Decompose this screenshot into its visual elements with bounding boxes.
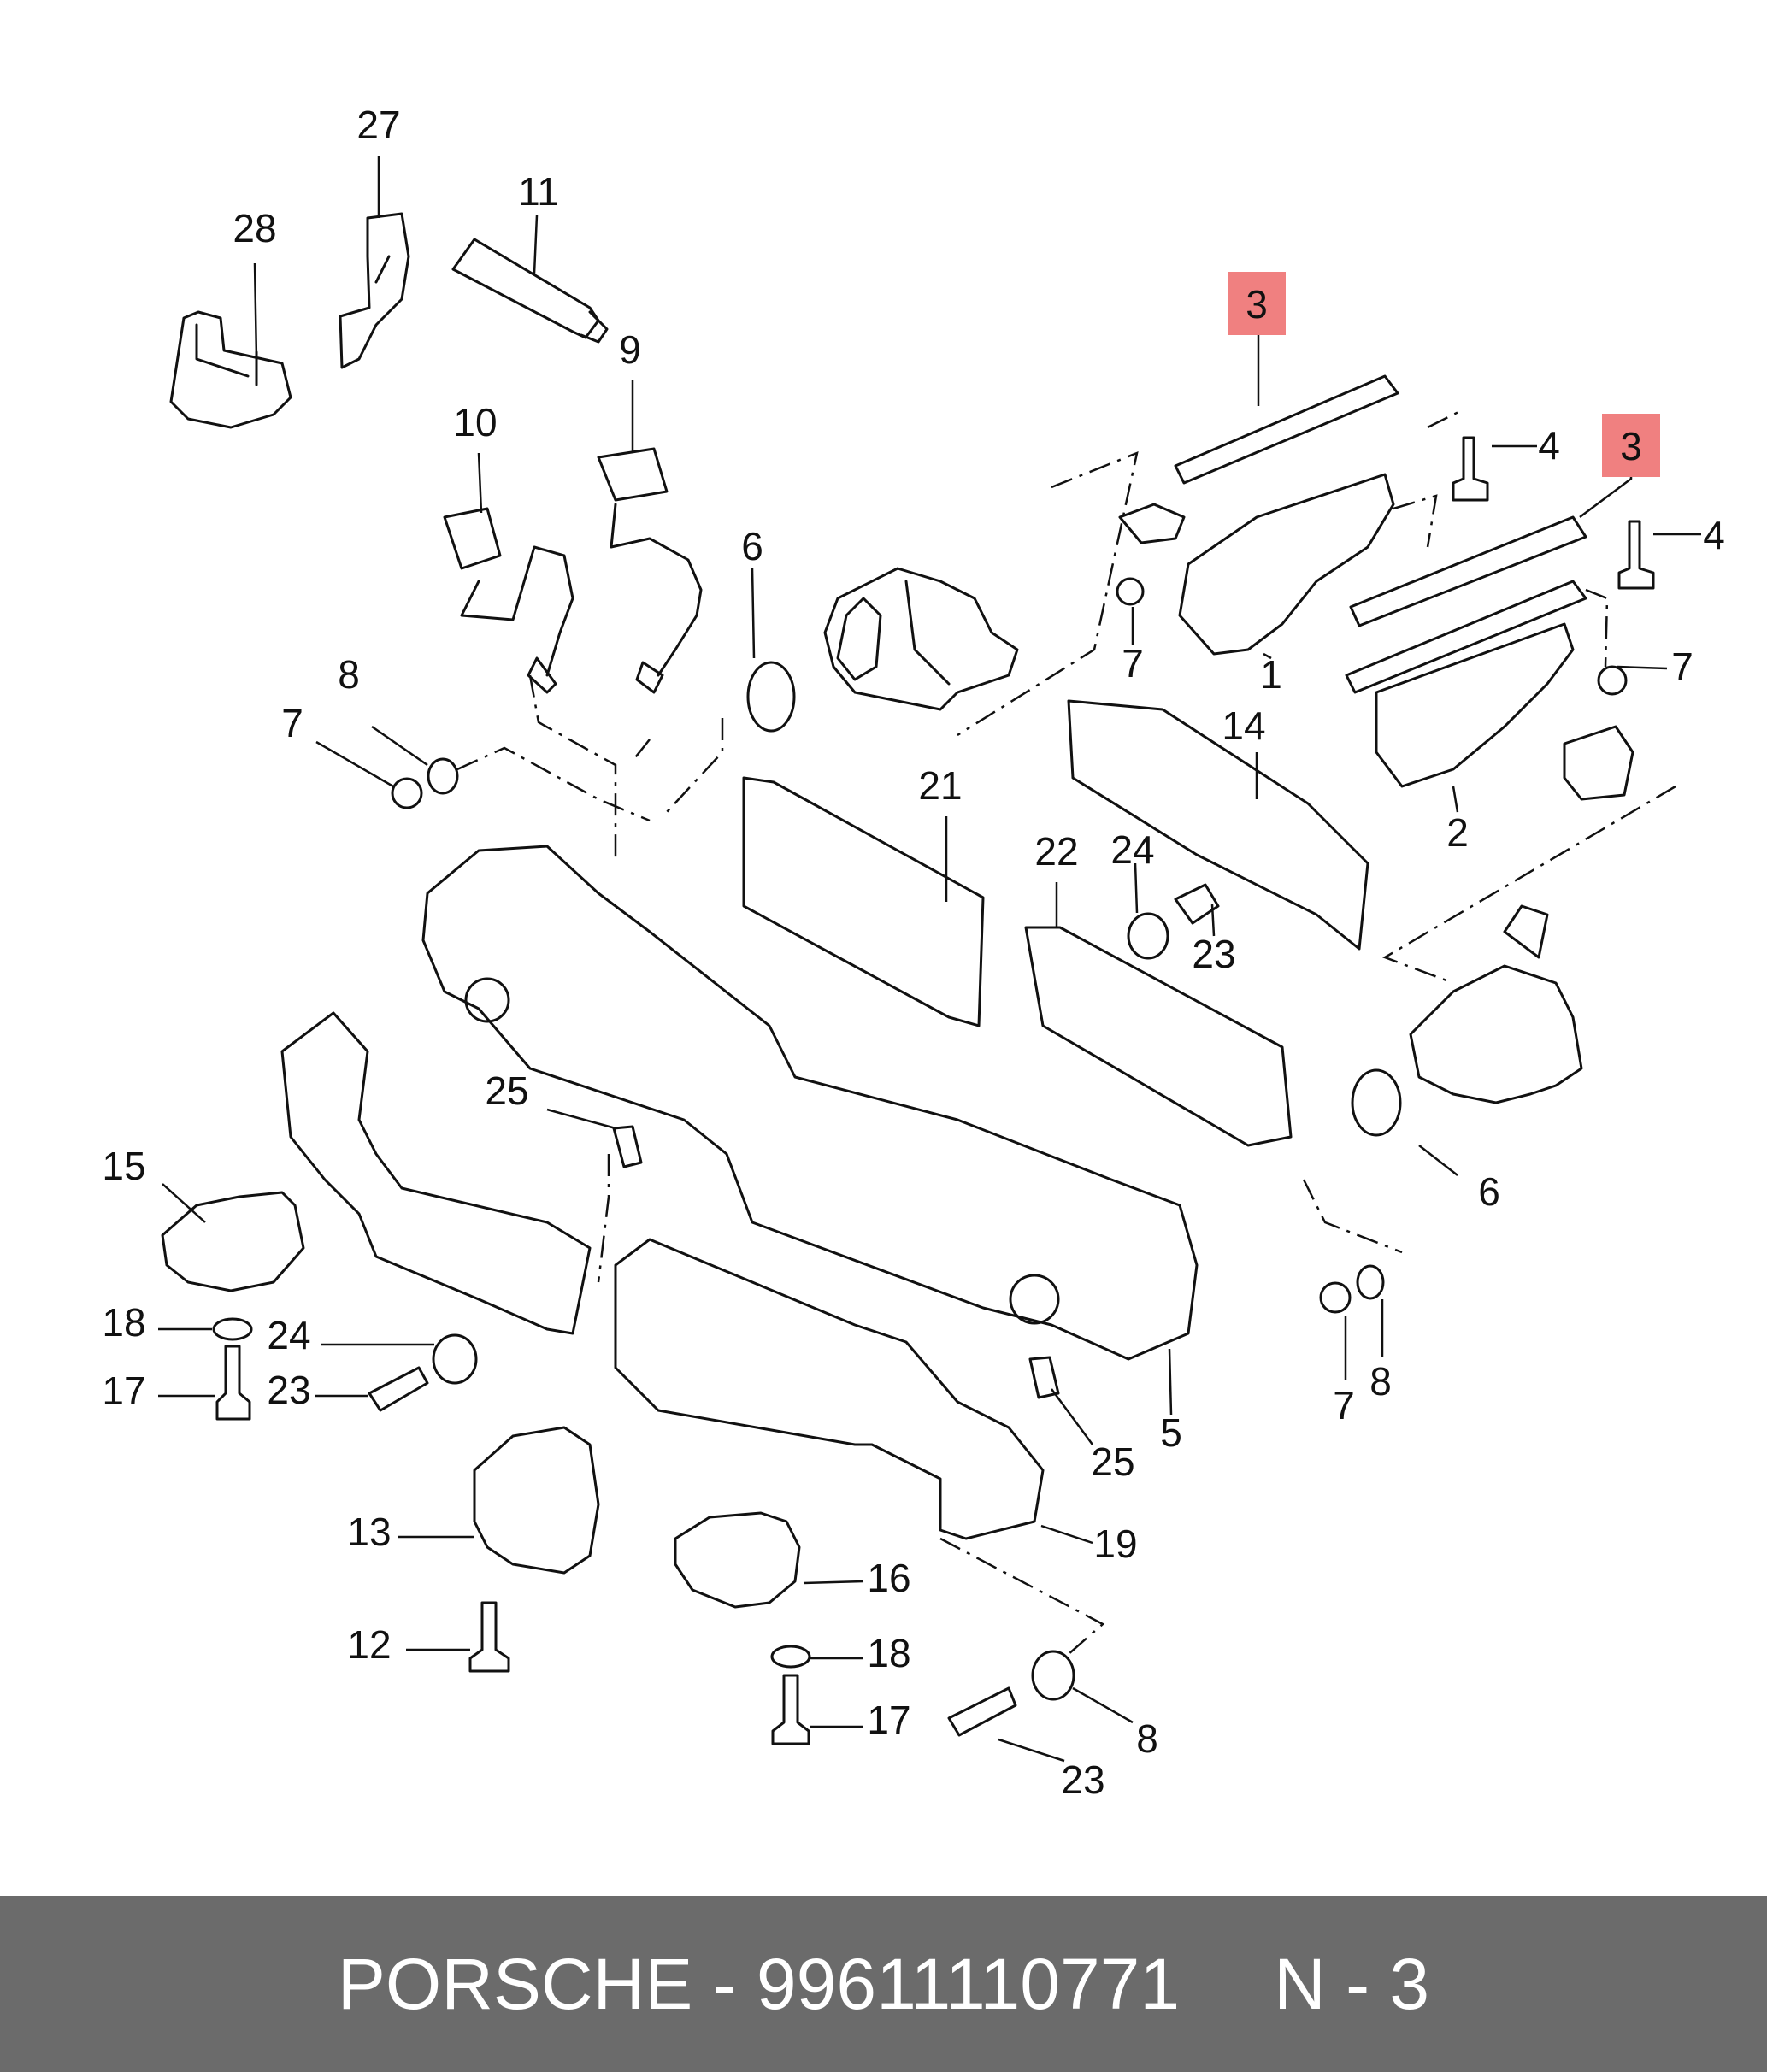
- callout-3-upper: 3: [1246, 282, 1268, 327]
- exhaust-manifold-1: [1118, 473, 1395, 656]
- muffler-5-outlet-right: [1009, 1274, 1060, 1325]
- callout-1: 1: [1260, 652, 1282, 697]
- callout-16: 16: [867, 1556, 910, 1600]
- callout-18-lower: 18: [867, 1631, 910, 1675]
- bolt-17-lower: [771, 1674, 810, 1745]
- tailpipe-tip-16: [674, 1511, 801, 1609]
- bolt-12: [468, 1601, 510, 1673]
- nut-7-upper: [1116, 577, 1145, 606]
- bracket-25-lower: [1028, 1356, 1060, 1399]
- callout-9: 9: [619, 327, 641, 372]
- heat-shield-22: [1024, 926, 1293, 1147]
- turbocharger-right: [1409, 904, 1583, 1104]
- callout-25-upper: 25: [485, 1068, 528, 1113]
- callout-8-left: 8: [338, 652, 360, 697]
- callout-2: 2: [1446, 810, 1469, 855]
- callout-7-right: 7: [1671, 645, 1693, 689]
- callout-7-upper: 7: [1122, 641, 1144, 686]
- exploded-parts-diagram: 27 28 11 9 10 3 3 4 4 6 6 8 7 7 7 7 1 2 …: [102, 103, 1724, 1802]
- callout-21: 21: [918, 763, 962, 808]
- callout-28: 28: [233, 206, 276, 250]
- callout-23-upper: 23: [1192, 932, 1235, 976]
- bushing-24-upper: [1127, 912, 1169, 960]
- callout-18-upper: 18: [102, 1300, 145, 1345]
- callout-14: 14: [1222, 703, 1265, 748]
- assembly-lines: [456, 409, 1676, 1655]
- gasket-ring-6-left: [746, 661, 796, 733]
- callout-12: 12: [347, 1622, 391, 1667]
- bolt-23-mid: [368, 1366, 429, 1412]
- bolt-4-lower: [1617, 520, 1655, 590]
- callout-6-upper: 6: [741, 524, 763, 568]
- washer-18-lower: [770, 1645, 811, 1669]
- washer-8-lower: [1356, 1264, 1385, 1300]
- bracket-28: [169, 310, 292, 429]
- diagram-position: N - 3: [1274, 1943, 1430, 2024]
- heat-shield-19: [614, 1238, 1045, 1540]
- paste-tube-11: [451, 238, 609, 344]
- muffler-5: [421, 845, 1199, 1361]
- washer-18-upper: [212, 1317, 253, 1341]
- tailpipe-tip-15: [161, 1191, 305, 1292]
- oxygen-sensor-10: [443, 507, 574, 694]
- exhaust-manifold-2: [1375, 622, 1634, 801]
- callout-23-mid: 23: [267, 1368, 310, 1412]
- callout-25-lower: 25: [1091, 1439, 1134, 1484]
- oxygen-sensor-9: [597, 447, 703, 694]
- bolt-4-upper: [1452, 436, 1489, 502]
- callout-8-lower: 8: [1369, 1359, 1392, 1404]
- manifold-gasket-3-upper: [1174, 374, 1399, 485]
- callout-24-lower: 24: [267, 1313, 310, 1357]
- muffler-5-outlet-left: [464, 977, 510, 1023]
- gasket-ring-6-right: [1351, 1068, 1402, 1137]
- callout-5: 5: [1160, 1410, 1182, 1455]
- highlight-box-3-upper: [1228, 272, 1286, 335]
- callout-15: 15: [102, 1144, 145, 1188]
- callout-labels: 27 28 11 9 10 3 3 4 4 6 6 8 7 7 7 7 1 2 …: [102, 103, 1724, 1802]
- bracket-25-upper: [612, 1125, 643, 1168]
- callout-7-left: 7: [281, 701, 303, 745]
- highlight-box-3-lower: [1602, 414, 1660, 477]
- callout-13: 13: [347, 1510, 391, 1554]
- separator: -: [712, 1943, 737, 2024]
- callout-22: 22: [1034, 829, 1078, 874]
- callout-8-bottom: 8: [1136, 1716, 1158, 1761]
- bolt-17-upper: [215, 1345, 251, 1421]
- callout-4-upper: 4: [1538, 423, 1560, 468]
- heat-shield-14: [1067, 699, 1369, 951]
- clip-27: [339, 212, 410, 369]
- manifold-gasket-3-lower: [1345, 515, 1587, 694]
- part-number: 99611110771: [756, 1943, 1181, 2024]
- callout-11: 11: [518, 169, 559, 214]
- callout-23-lower: 23: [1061, 1757, 1104, 1802]
- nut-7-right: [1597, 665, 1628, 696]
- callout-4-lower: 4: [1703, 513, 1725, 557]
- callout-24-upper: 24: [1110, 827, 1154, 872]
- bushing-24-lower: [432, 1333, 478, 1385]
- bushing-8-lower: [1031, 1650, 1075, 1701]
- heat-shield-15-mount: [280, 1011, 592, 1335]
- callout-27: 27: [356, 103, 400, 147]
- nut-7-lower: [1319, 1281, 1352, 1314]
- clamp-13: [473, 1426, 600, 1575]
- callout-17-upper: 17: [102, 1369, 145, 1413]
- leader-lines: [158, 156, 1701, 1763]
- heat-shield-21: [742, 776, 985, 1027]
- callout-6-lower: 6: [1478, 1169, 1500, 1214]
- callout-10: 10: [453, 400, 497, 444]
- bolt-23-lower: [947, 1686, 1017, 1737]
- callout-19: 19: [1093, 1522, 1137, 1566]
- part-drawings: [161, 212, 1655, 1745]
- part-number-footer: PORSCHE - 99611110771 N - 3: [0, 1896, 1767, 2072]
- bolt-23-upper: [1174, 883, 1220, 925]
- brand-name: PORSCHE: [337, 1943, 693, 2024]
- callout-17-lower: 17: [867, 1698, 910, 1742]
- callout-3-lower: 3: [1620, 424, 1642, 468]
- callout-7-lower: 7: [1333, 1383, 1355, 1427]
- nut-7-left: [391, 777, 423, 809]
- turbocharger-left: [823, 567, 1019, 711]
- washer-8-left: [427, 757, 459, 795]
